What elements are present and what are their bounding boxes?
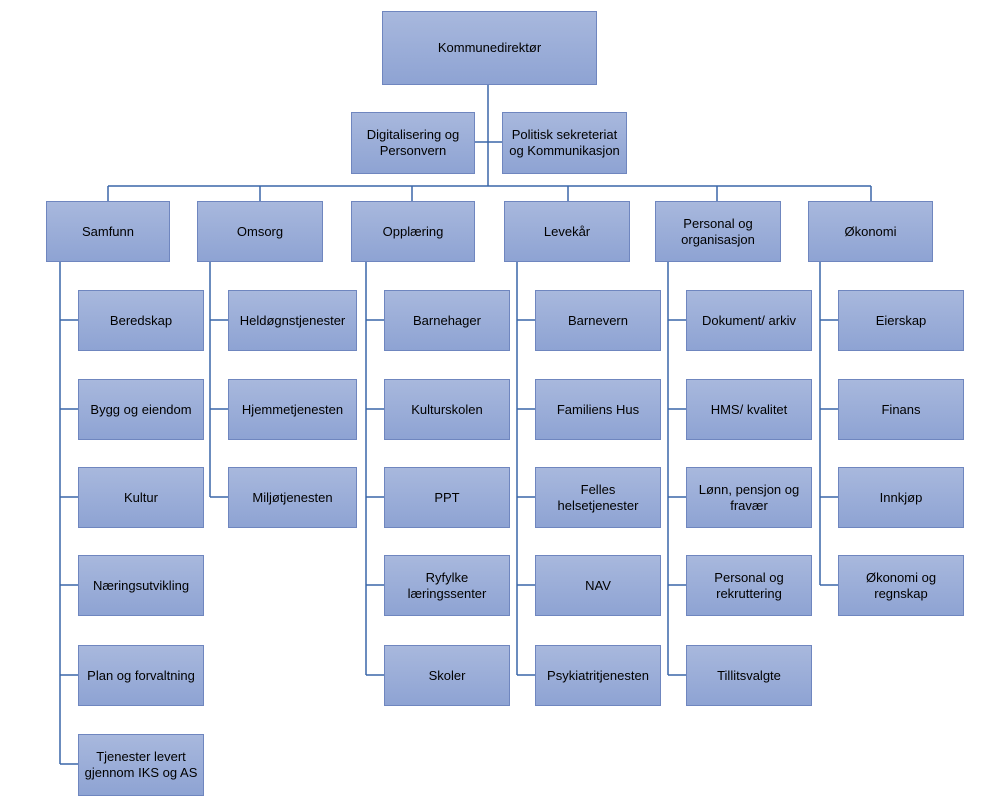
unit-label: Psykiatritjenesten [547,667,649,683]
unit-box: Skoler [384,645,510,706]
division-omsorg-box: Omsorg [197,201,323,262]
unit-label: Personal og rekruttering [714,569,784,601]
division-samfunn-label: Samfunn [81,223,135,239]
unit-label: Barnevern [568,312,628,328]
kommunedirektor-box: Kommunedirektør [382,11,597,85]
division-levekar-box: Levekår [504,201,630,262]
division-okonomi-label: Økonomi [844,223,897,239]
unit-label: Bygg og eiendom [90,401,192,417]
unit-box: Plan og forvaltning [78,645,204,706]
division-samfunn-box: Samfunn [46,201,170,262]
unit-label: Barnehager [413,312,481,328]
unit-label: Familiens Hus [556,401,640,417]
kommunedirektor-label: Kommunedirektør [437,40,542,55]
unit-box: Næringsutvikling [78,555,204,616]
unit-label: Økonomi og regnskap [865,569,937,601]
unit-box: NAV [535,555,661,616]
unit-box: Finans [838,379,964,440]
unit-box: PPT [384,467,510,528]
unit-box: Barnehager [384,290,510,351]
division-opplaering-box: Opplæring [351,201,475,262]
staff-digitalisering-box: Digitalisering og Personvern [351,112,475,174]
division-okonomi-box: Økonomi [808,201,933,262]
unit-box: Lønn, pensjon og fravær [686,467,812,528]
unit-label: Dokument/ arkiv [702,312,796,328]
unit-box: Hjemmetjenesten [228,379,357,440]
unit-box: Miljøtjenesten [228,467,357,528]
unit-label: Heldøgnstjenester [239,312,346,328]
unit-box: Tjenester levert gjennom IKS og AS [78,734,204,796]
unit-label: Tillitsvalgte [717,667,781,683]
unit-box: Familiens Hus [535,379,661,440]
unit-label: Lønn, pensjon og fravær [698,481,800,513]
unit-box: Beredskap [78,290,204,351]
staff-politisk-box: Politisk sekreteriat og Kommunikasjon [502,112,627,174]
unit-label: Kulturskolen [411,401,483,417]
unit-label: Miljøtjenesten [252,489,333,505]
unit-box: Tillitsvalgte [686,645,812,706]
unit-label: Felles helsetjenester [557,481,639,513]
unit-box: Personal og rekruttering [686,555,812,616]
unit-label: Skoler [428,667,466,683]
unit-box: Barnevern [535,290,661,351]
unit-box: Felles helsetjenester [535,467,661,528]
unit-box: HMS/ kvalitet [686,379,812,440]
unit-box: Kulturskolen [384,379,510,440]
unit-box: Innkjøp [838,467,964,528]
unit-label: Næringsutvikling [92,577,190,593]
unit-label: Plan og forvaltning [87,667,195,683]
unit-label: HMS/ kvalitet [710,401,788,417]
staff-politisk-label: Politisk sekreteriat og Kommunikasjon [509,127,620,158]
division-personal-label: Personal og organisasjon [681,215,755,247]
division-levekar-label: Levekår [543,223,591,239]
unit-label: Hjemmetjenesten [241,401,344,417]
unit-box: Psykiatritjenesten [535,645,661,706]
unit-box: Eierskap [838,290,964,351]
unit-box: Dokument/ arkiv [686,290,812,351]
unit-label: NAV [585,577,611,593]
unit-label: PPT [434,489,460,505]
unit-box: Bygg og eiendom [78,379,204,440]
unit-box: Kultur [78,467,204,528]
unit-label: Eierskap [875,312,927,328]
unit-label: Beredskap [109,312,173,328]
division-opplaering-label: Opplæring [382,223,444,239]
unit-box: Heldøgnstjenester [228,290,357,351]
unit-label: Kultur [124,489,158,505]
unit-label: Tjenester levert gjennom IKS og AS [84,749,198,780]
staff-digitalisering-label: Digitalisering og Personvern [366,127,460,158]
unit-label: Innkjøp [879,489,923,505]
division-omsorg-label: Omsorg [236,223,284,239]
unit-box: Ryfylke læringssenter [384,555,510,616]
unit-label: Ryfylke læringssenter [407,569,487,601]
division-personal-box: Personal og organisasjon [655,201,781,262]
unit-label: Finans [881,401,921,417]
unit-box: Økonomi og regnskap [838,555,964,616]
